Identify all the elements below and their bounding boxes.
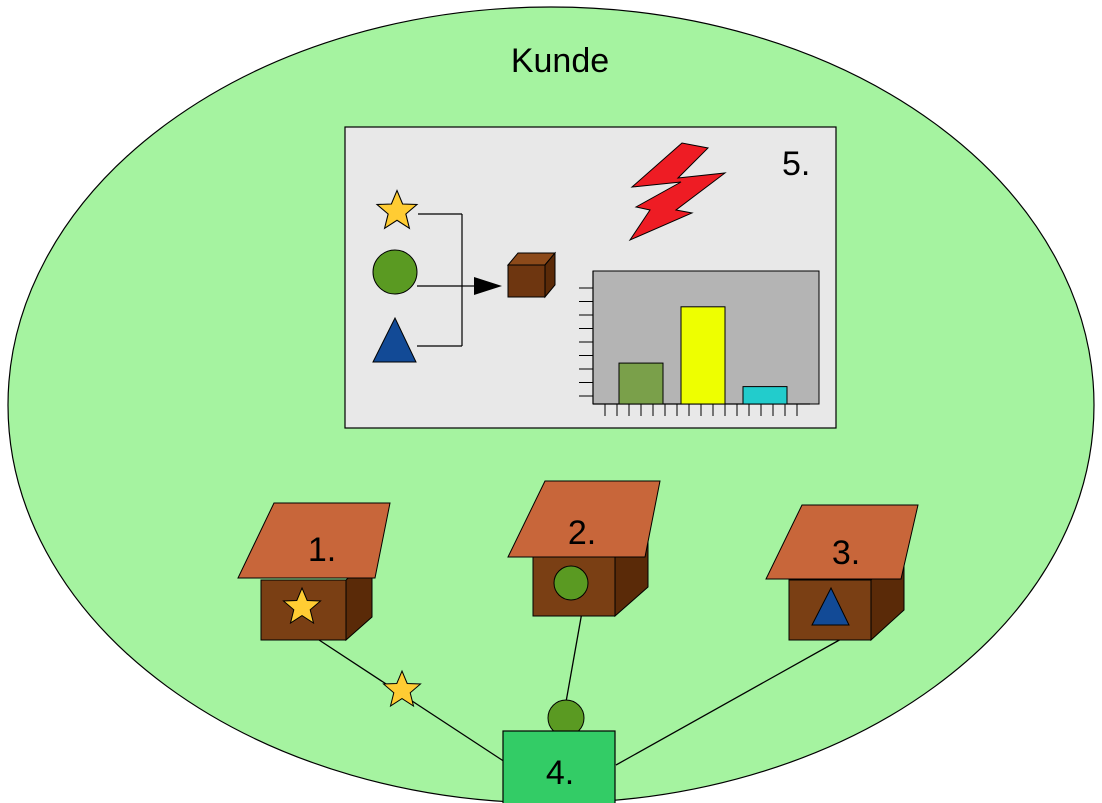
arrow-icon xyxy=(474,277,502,295)
edge-2-4 xyxy=(565,611,583,703)
chart-bar-1 xyxy=(618,362,664,405)
node-3-triangle-icon xyxy=(811,586,850,626)
node-2-label: 2. xyxy=(568,514,596,552)
cube-icon xyxy=(506,251,557,299)
node-1-roof xyxy=(237,502,391,579)
node-4-label: 4. xyxy=(546,754,574,792)
y-axis-ticks xyxy=(579,287,593,397)
node-3: 3. xyxy=(765,504,919,642)
panel-label: 5. xyxy=(782,145,810,183)
node-4-box xyxy=(502,730,616,803)
node-1: 1. xyxy=(237,502,391,642)
lightning-icon xyxy=(628,142,727,242)
merge-connector xyxy=(417,213,478,347)
panel-circle-icon xyxy=(372,249,418,295)
chart-bars xyxy=(618,306,788,405)
x-axis-ticks xyxy=(604,404,798,416)
node-2: 2. xyxy=(507,480,661,618)
bar-chart xyxy=(579,270,820,416)
panel-triangle-icon xyxy=(372,316,417,363)
customer-title: Kunde xyxy=(511,42,609,80)
edge-3-4 xyxy=(615,637,844,766)
chart-bar-2 xyxy=(680,306,726,405)
node-3-label: 3. xyxy=(832,534,860,572)
node-4: 4. xyxy=(502,699,616,803)
chart-bar-3 xyxy=(742,386,788,405)
node-2-circle-icon xyxy=(553,565,589,601)
node-1-label: 1. xyxy=(308,531,336,569)
node-3-roof xyxy=(765,504,919,580)
analysis-panel: 5. xyxy=(344,126,837,429)
node-2-roof xyxy=(507,480,661,558)
